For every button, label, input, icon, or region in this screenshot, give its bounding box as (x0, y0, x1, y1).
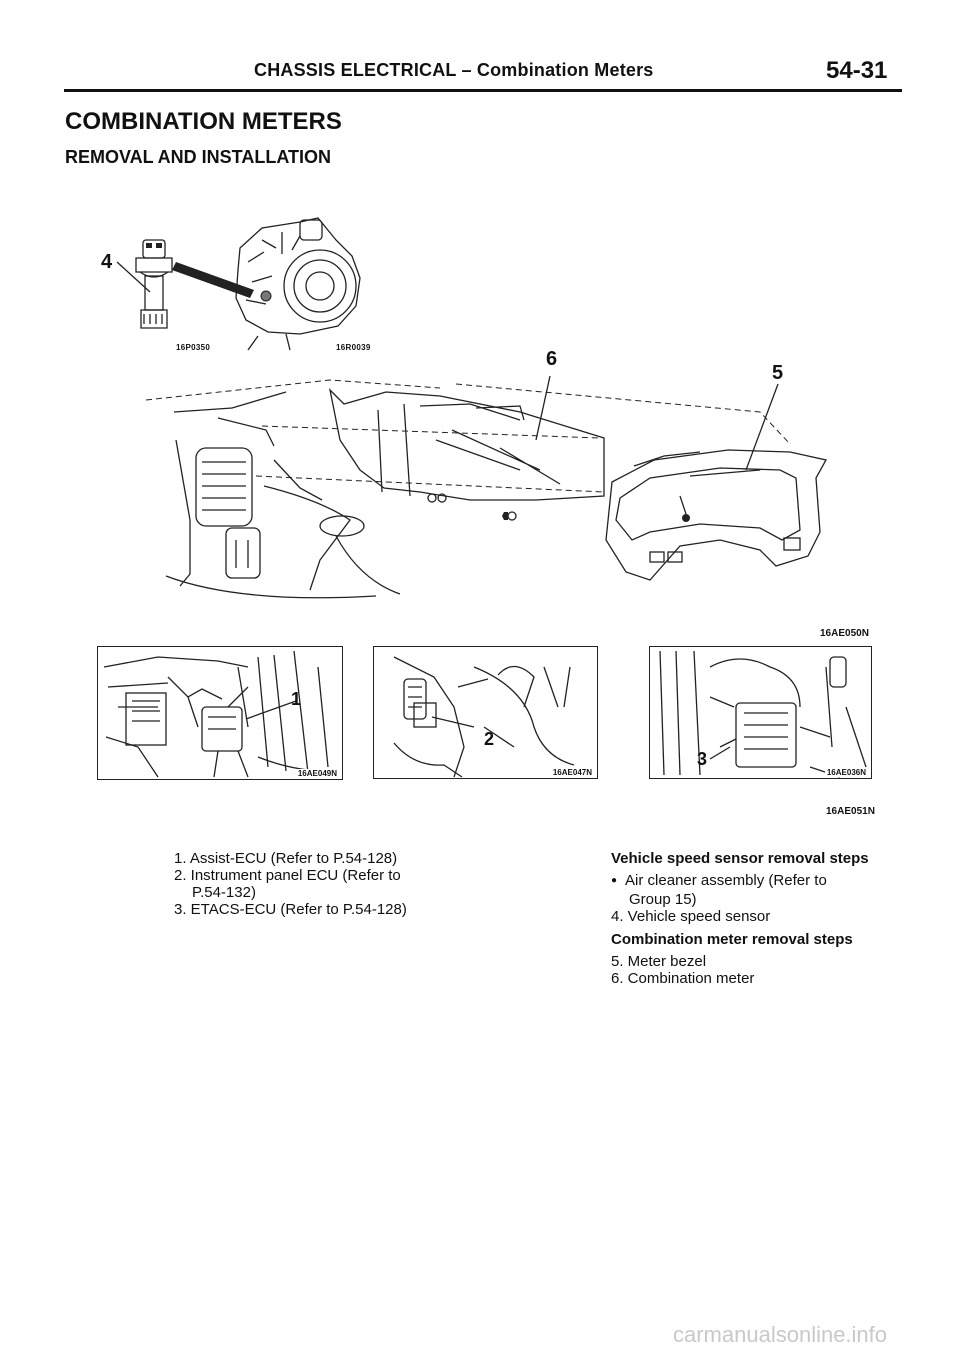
watermark: carmanualsonline.info (673, 1322, 888, 1347)
assist-ecu-drawing (103, 650, 339, 778)
transaxle-drawing (235, 217, 361, 351)
meter-removal-heading: Combination meter removal steps (611, 931, 853, 948)
vss-removal-heading: Vehicle speed sensor removal steps (611, 850, 869, 867)
callout-4: 4 (101, 251, 113, 273)
list-item: 6. Combination meter (611, 970, 755, 987)
figure-code-sensor: 16P0350 (176, 343, 211, 352)
list-item: 2. Instrument panel ECU (Refer to (174, 867, 401, 884)
section-subtitle: REMOVAL AND INSTALLATION (65, 147, 331, 167)
list-item: Group 15) (629, 891, 697, 908)
figure-code-transaxle: 16R0039 (336, 343, 371, 352)
vehicle-speed-sensor-drawing (116, 239, 254, 329)
list-item: 3. ETACS-ECU (Refer to P.54-128) (174, 901, 407, 918)
detail-panel-assist-ecu: 1 16AE049N (97, 646, 343, 780)
instrument-ecu-drawing (393, 656, 575, 778)
list-item: 5. Meter bezel (611, 953, 707, 970)
detail-panel-instrument-ecu: 2 16AE047N (373, 646, 598, 779)
figure-code-panel-3: 16AE036N (824, 768, 868, 777)
section-title: COMBINATION METERS (65, 108, 342, 135)
callout-6: 6 (546, 348, 558, 370)
etacs-ecu-drawing (659, 650, 867, 778)
callout-5: 5 (772, 362, 784, 384)
figure-code-panel-2: 16AE047N (550, 768, 594, 777)
list-item: 4. Vehicle speed sensor (611, 908, 771, 925)
list-item: Air cleaner assembly (Refer to (611, 872, 869, 891)
bullet-icon (611, 872, 625, 889)
list-item: P.54-132) (192, 884, 256, 901)
list-item: 1. Assist-ECU (Refer to P.54-128) (174, 850, 398, 867)
detail-panel-etacs-ecu: 3 16AE036N (649, 646, 872, 779)
figure-code-group: 16AE051N (826, 806, 875, 817)
component-list: 1. Assist-ECU (Refer to P.54-128) 2. Ins… (174, 850, 407, 918)
callout-1: 1 (291, 689, 302, 709)
figure-code-main: 16AE050N (820, 628, 869, 639)
list-item-text: Air cleaner assembly (Refer to (625, 872, 827, 889)
page-header-title: CHASSIS ELECTRICAL – Combination Meters (254, 60, 654, 80)
dashboard-drawing (145, 375, 827, 599)
removal-steps: Vehicle speed sensor removal steps Air c… (611, 850, 869, 987)
header-rule (64, 89, 902, 92)
figure-code-panel-1: 16AE049N (295, 769, 339, 778)
page-number: 54-31 (826, 57, 888, 84)
callout-3: 3 (697, 749, 708, 769)
callout-2: 2 (484, 729, 495, 749)
